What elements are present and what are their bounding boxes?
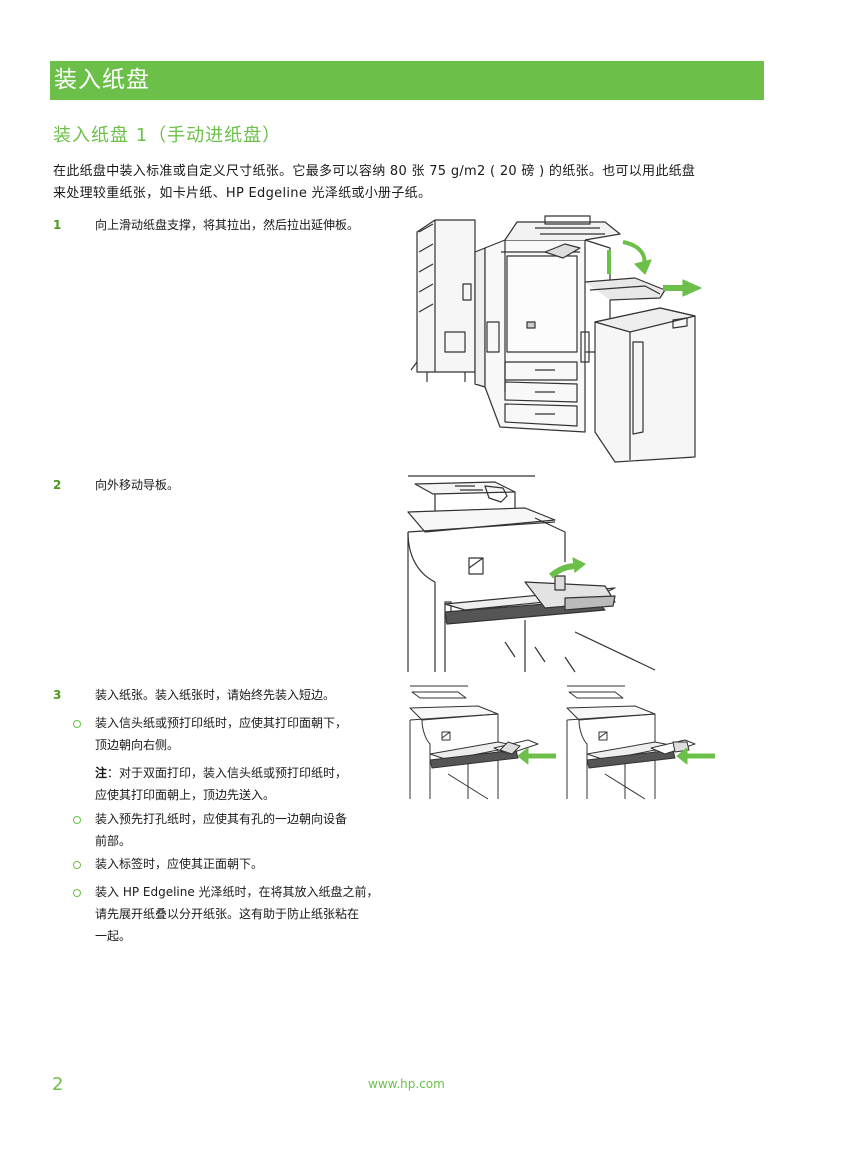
- page-number: 2: [52, 1074, 64, 1095]
- bullet-marker: [73, 889, 81, 897]
- bullet-line: 装入标签时，应使其正面朝下。: [95, 857, 264, 871]
- step-number: 1: [53, 218, 62, 232]
- printer-tray-extend-illustration: [410, 215, 702, 463]
- bullet-line: 一起。: [95, 929, 132, 943]
- intro-line: 在此纸盘中装入标准或自定义尺寸纸张。它最多可以容纳 80 张 75 g/m2 (…: [53, 164, 696, 179]
- bullet-item: 装入预先打孔纸时，应使其有孔的一边朝向设备 前部。: [95, 808, 395, 852]
- section-header-band: 装入纸盘: [50, 61, 764, 100]
- note: 注：对于双面打印，装入信头纸或预打印纸时， 应使其打印面朝上，顶边先送入。: [95, 762, 395, 806]
- intro-paragraph: 在此纸盘中装入标准或自定义尺寸纸张。它最多可以容纳 80 张 75 g/m2 (…: [53, 161, 763, 205]
- step-number: 2: [53, 478, 62, 492]
- load-paper-illustration-left: [409, 685, 556, 800]
- bullet-line: 装入 HP Edgeline 光泽纸时，在将其放入纸盘之前，: [95, 885, 379, 899]
- step-text: 向外移动导板。: [95, 478, 180, 492]
- footer-link[interactable]: www.hp.com: [368, 1077, 445, 1091]
- bullet-line: 前部。: [95, 834, 132, 848]
- bullet-marker: [73, 816, 81, 824]
- move-paper-guides-illustration: [407, 475, 656, 673]
- section-title: 装入纸盘 1（手动进纸盘）: [53, 125, 282, 146]
- bullet-item: 装入信头纸或预打印纸时，应使其打印面朝下， 顶边朝向右侧。: [95, 712, 395, 756]
- step-number: 3: [53, 688, 62, 702]
- step-text: 向上滑动纸盘支撑，将其拉出，然后拉出延伸板。: [95, 218, 360, 232]
- intro-line: 来处理较重纸张，如卡片纸、HP Edgeline 光泽纸或小册子纸。: [53, 186, 432, 201]
- bullet-line: 装入预先打孔纸时，应使其有孔的一边朝向设备: [95, 812, 348, 826]
- bullet-line: 装入信头纸或预打印纸时，应使其打印面朝下，: [95, 716, 348, 730]
- note-text: ：对于双面打印，装入信头纸或预打印纸时，: [107, 766, 348, 780]
- page-title: 装入纸盘: [54, 67, 150, 93]
- bullet-line: 顶边朝向右侧。: [95, 738, 180, 752]
- note-line: 应使其打印面朝上，顶边先送入。: [95, 788, 276, 802]
- bullet-item: 装入标签时，应使其正面朝下。: [95, 853, 395, 875]
- note-label: 注: [95, 766, 108, 780]
- bullet-item: 装入 HP Edgeline 光泽纸时，在将其放入纸盘之前， 请先展开纸叠以分开…: [95, 881, 395, 947]
- bullet-line: 请先展开纸叠以分开纸张。这有助于防止纸张粘在: [95, 907, 360, 921]
- bullet-marker: [73, 861, 81, 869]
- bullet-marker: [73, 720, 81, 728]
- load-paper-illustration-right: [566, 685, 715, 800]
- step-text: 装入纸张。装入纸张时，请始终先装入短边。: [95, 688, 336, 702]
